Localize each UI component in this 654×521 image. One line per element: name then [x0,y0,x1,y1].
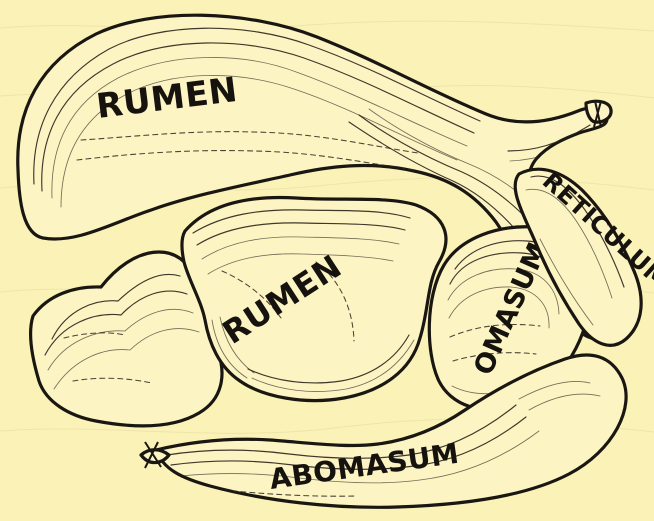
stomach-diagram-canvas: RUMEN [0,0,654,521]
ruminant-stomach-illustration: RUMEN [0,0,654,521]
